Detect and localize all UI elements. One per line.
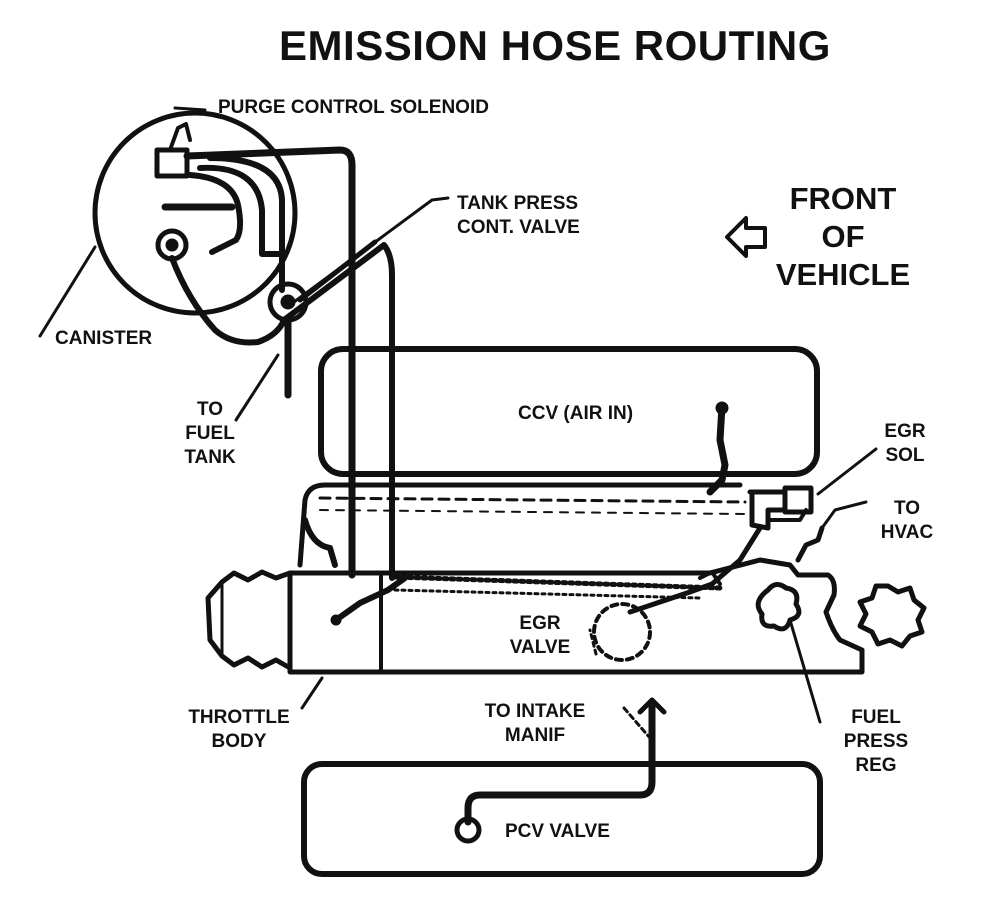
throttle-body-inlet xyxy=(205,569,293,671)
leader-egr-sol xyxy=(816,447,878,496)
label-canister: CANISTER xyxy=(55,328,153,349)
tank-vapor-hose xyxy=(169,242,395,581)
purge-hose xyxy=(183,146,356,579)
intake-manifold-body xyxy=(287,557,865,675)
hvac-hose xyxy=(795,525,825,563)
leader-purge-solenoid xyxy=(173,106,207,112)
label-to-intake-manif: TO INTAKE MANIF xyxy=(484,701,586,746)
throttle-vacuum-line xyxy=(333,575,408,623)
leader-throttle xyxy=(300,676,324,710)
plenum-outline xyxy=(297,482,743,568)
label-to-hvac: TO HVAC xyxy=(880,498,934,543)
pcv-housing xyxy=(301,761,823,877)
leader-canister xyxy=(38,245,97,338)
label-throttle-body: THROTTLE BODY xyxy=(188,707,290,752)
plenum-dashed-line xyxy=(318,496,747,504)
egr-hose xyxy=(627,525,763,615)
label-to-fuel-tank: TO FUEL TANK xyxy=(184,399,236,468)
label-egr-sol: EGR SOL xyxy=(884,421,926,466)
ccv-housing xyxy=(318,346,820,477)
purge-solenoid xyxy=(154,147,190,179)
leader-fuel-press-reg xyxy=(788,618,822,724)
leader-tank-press xyxy=(292,196,450,304)
ccv-hose xyxy=(706,402,729,496)
distributor-cap xyxy=(857,583,927,649)
leader-egr-valve xyxy=(588,628,598,656)
front-arrow-icon xyxy=(725,216,767,258)
label-purge-control-solenoid: PURGE CONTROL SOLENOID xyxy=(218,97,489,118)
label-fuel-press-reg: FUEL PRESS REG xyxy=(843,707,909,776)
label-ccv-air-in: CCV (AIR IN) xyxy=(518,403,634,424)
egr-solenoid xyxy=(782,485,814,515)
canister xyxy=(92,110,298,316)
leader-fuel-tank xyxy=(234,353,280,422)
label-tank-press-cont-valve: TANK PRESS CONT. VALVE xyxy=(457,193,580,238)
label-egr-valve: EGR VALVE xyxy=(509,613,571,658)
vacuum-dotted-line xyxy=(392,574,723,591)
leader-intake-manif xyxy=(622,706,652,740)
label-front-of-vehicle: FRONT OF VEHICLE xyxy=(775,181,911,292)
egr-valve-outline xyxy=(592,602,652,662)
pcv-hose xyxy=(464,702,656,826)
fuel-press-reg xyxy=(755,582,802,632)
label-pcv-valve: PCV VALVE xyxy=(505,821,610,842)
diagram-title: EMISSION HOSE ROUTING xyxy=(279,22,831,69)
leader-hvac xyxy=(820,500,868,530)
